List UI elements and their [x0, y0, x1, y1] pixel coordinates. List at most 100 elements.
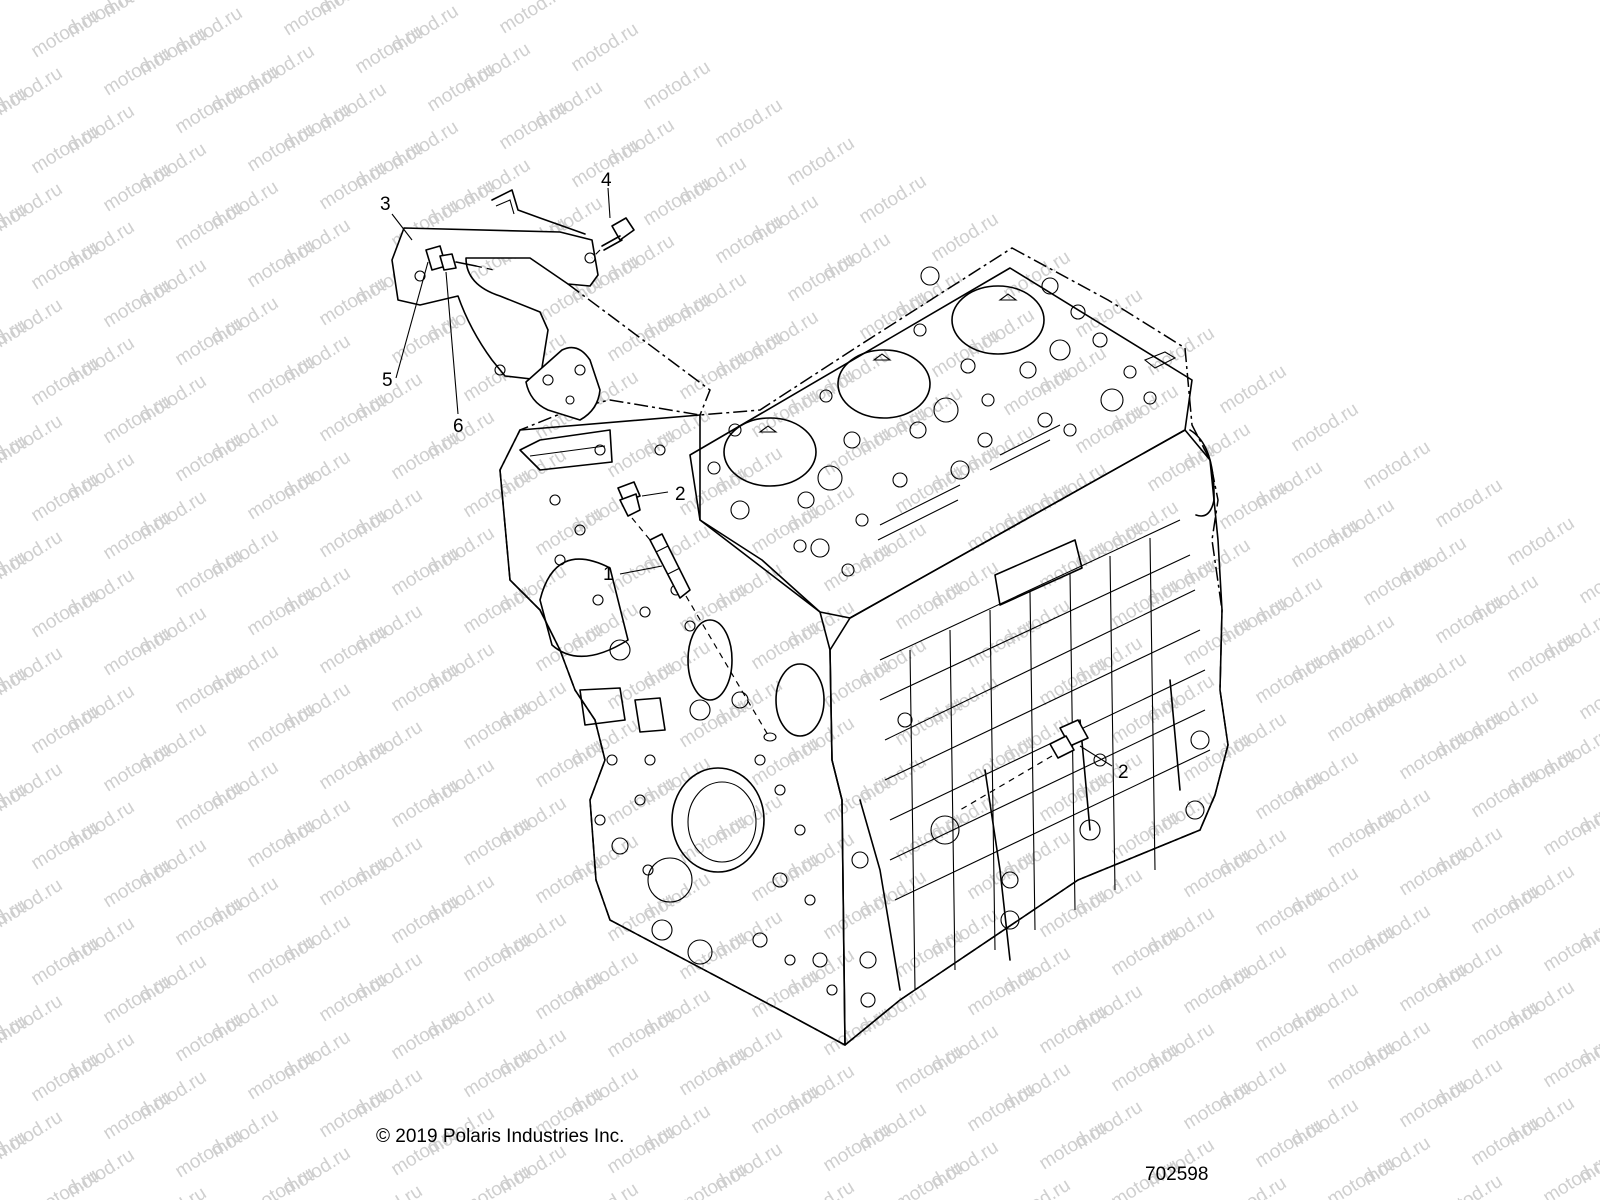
watermark-text: motod.ru — [964, 1079, 1039, 1137]
watermark-text: motod.ru — [748, 1081, 823, 1139]
watermark-text: motod.ru — [1468, 881, 1543, 939]
watermark-text: motod.ru — [172, 1125, 247, 1183]
watermark-text: motod.ru — [640, 173, 715, 231]
watermark-text: motod.ru — [460, 813, 535, 871]
callout-labels: 3 4 5 6 2 1 2 — [380, 170, 1129, 783]
watermark-text: motod.ru — [748, 849, 823, 907]
bolt-part-4 — [591, 217, 635, 259]
watermark-text: motod.ru — [1216, 1173, 1291, 1200]
watermark-text: motod.ru — [1468, 997, 1543, 1055]
watermark-text: motod.ru — [1360, 553, 1435, 611]
watermark-text: motod.ru — [172, 777, 247, 835]
watermark-text: motod.ru — [604, 889, 679, 947]
watermark-text: motod.ru — [316, 853, 391, 911]
watermark-text: motod.ru — [1036, 885, 1111, 943]
watermark-text: motod.ru — [1180, 961, 1255, 1019]
watermark-text: motod.ru — [496, 0, 571, 38]
watermark-text: motod.ru — [28, 121, 103, 179]
watermark-text: motod.ru — [748, 617, 823, 675]
watermark-text: motod.ru — [1144, 323, 1219, 381]
watermark-text: motod.ru — [1108, 807, 1183, 865]
watermark-text: motod.ru — [244, 119, 319, 177]
watermark-text: motod.ru — [244, 467, 319, 525]
watermark-text: motod.ru — [172, 429, 247, 487]
watermark-text: motod.ru — [244, 931, 319, 989]
watermark-text: motod.ru — [244, 583, 319, 641]
watermark-text: motod.ru — [1576, 551, 1600, 609]
watermark-text: motod.ru — [1540, 1151, 1600, 1200]
watermark-text: motod.ru — [460, 1161, 535, 1200]
watermark-text: motod.ru — [172, 893, 247, 951]
watermark-text: motod.ru — [388, 891, 463, 949]
watermark-text: motod.ru — [28, 701, 103, 759]
watermark-text: motod.ru — [388, 659, 463, 717]
watermark-text: motod.ru — [136, 1183, 211, 1200]
watermark-text: motod.ru — [604, 657, 679, 715]
watermark-text: motod.ru — [1432, 591, 1507, 649]
callout-1: 1 — [603, 564, 614, 585]
watermark-text: motod.ru — [1252, 883, 1327, 941]
watermark-text: motod.ru — [1216, 361, 1291, 419]
watermark-text: motod.ru — [460, 581, 535, 639]
watermark-text: motod.ru — [604, 773, 679, 831]
watermark-text: motod.ru — [1324, 1037, 1399, 1095]
watermark-text: motod.ru — [532, 967, 607, 1025]
callout-2-upper: 2 — [675, 484, 686, 505]
watermark-text: motod.ru — [460, 1045, 535, 1103]
watermark-text: motod.ru — [1036, 537, 1111, 595]
watermark-text: motod.ru — [316, 389, 391, 447]
watermark-text: motod.ru — [1324, 805, 1399, 863]
watermark-text: motod.ru — [316, 621, 391, 679]
watermark-text: motod.ru — [820, 423, 895, 481]
watermark-text: motod.ru — [28, 1049, 103, 1107]
watermark-text: motod.ru — [100, 855, 175, 913]
diagram-number: 702598 — [1145, 1164, 1209, 1185]
watermark-text: motod.ru — [244, 1163, 319, 1200]
watermark-text: motod.ru — [748, 965, 823, 1023]
watermark-text: motod.ru — [172, 81, 247, 139]
watermark-text: motod.ru — [784, 133, 859, 191]
watermark-text: motod.ru — [100, 159, 175, 217]
watermark-text: motod.ru — [352, 21, 427, 79]
watermark-text: motod.ru — [1324, 921, 1399, 979]
watermark-text: motod.ru — [1036, 1001, 1111, 1059]
watermark-text: motod.ru — [100, 43, 175, 101]
watermark-text: motod.ru — [604, 425, 679, 483]
watermark-text: motod.ru — [1324, 1153, 1399, 1200]
callout-4: 4 — [601, 170, 612, 191]
watermark-text: motod.ru — [676, 347, 751, 405]
watermark-text: motod.ru — [1504, 513, 1579, 571]
watermark-text: motod.ru — [712, 211, 787, 269]
watermark-text: motod.ru — [28, 1165, 103, 1200]
watermark-text: motod.ru — [1396, 959, 1471, 1017]
watermark-text: motod.ru — [1108, 575, 1183, 633]
watermark-text: motod.ru — [676, 1159, 751, 1200]
watermark-text: motod.ru — [244, 1047, 319, 1105]
watermark-text: motod.ru — [532, 735, 607, 793]
watermark-text: motod.ru — [784, 1177, 859, 1200]
watermark-text: motod.ru — [928, 209, 1003, 267]
watermark-text: motod.ru — [1432, 1171, 1507, 1200]
watermark-text: motod.ru — [1252, 651, 1327, 709]
watermark-text: motod.ru — [100, 739, 175, 797]
watermark-text: motod.ru — [1216, 477, 1291, 535]
watermark-text: motod.ru — [964, 963, 1039, 1021]
plug-part-2-upper — [617, 481, 641, 517]
watermark-text: motod.ru — [28, 817, 103, 875]
watermark-text: motod.ru — [1108, 923, 1183, 981]
watermark-text: motod.ru — [820, 887, 895, 945]
watermark-text: motod.ru — [1000, 1175, 1075, 1200]
watermark-text: motod.ru — [28, 585, 103, 643]
watermark-text: motod.ru — [604, 309, 679, 367]
copyright-text: © 2019 Polaris Industries Inc. — [376, 1126, 625, 1147]
watermark-text: motod.ru — [1324, 689, 1399, 747]
pipe-part-1 — [631, 517, 777, 742]
watermark-text: motod.ru — [892, 461, 967, 519]
watermark-text: motod.ru — [388, 1007, 463, 1065]
watermark-text: motod.ru — [172, 1009, 247, 1067]
watermark-text: motod.ru — [100, 1087, 175, 1145]
watermark-text: motod.ru — [28, 469, 103, 527]
watermark-text: motod.ru — [1396, 727, 1471, 785]
watermark-text: motod.ru — [496, 97, 571, 155]
watermark-text: motod.ru — [1468, 1113, 1543, 1171]
